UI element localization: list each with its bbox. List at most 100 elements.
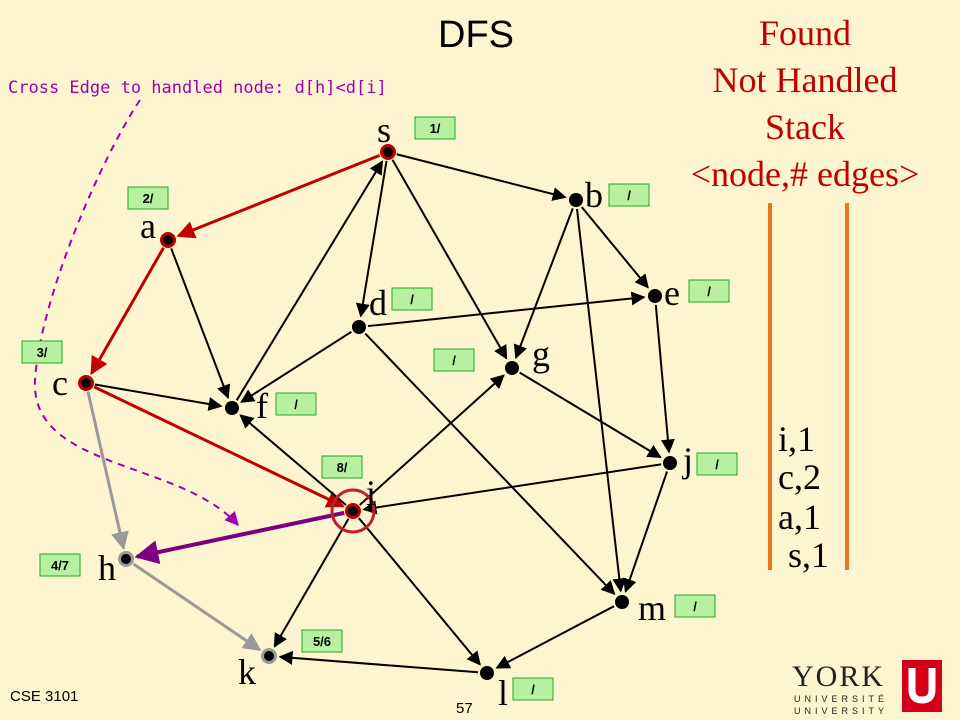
edge-s-b [396, 153, 567, 201]
york-u-emblem [902, 660, 942, 712]
node-dot-i [348, 506, 358, 516]
legend-found: Found [758, 13, 852, 53]
node-dot-a [163, 235, 173, 245]
node-label-h: h [98, 548, 116, 588]
edge-d-f [240, 330, 352, 403]
node-e: e/ [648, 273, 730, 313]
logo-york-text: YORK [792, 660, 886, 693]
edge-i-h [134, 510, 345, 564]
node-label-k: k [238, 652, 256, 692]
stack-item-2: a,1 [778, 497, 821, 537]
logo-univ-fr: UNIVERSITÉ [794, 694, 889, 704]
edge-e-j [654, 304, 675, 454]
tag-box-k [301, 629, 343, 653]
node-label-e: e [664, 273, 680, 313]
legend-stack: Stack [765, 107, 845, 147]
edge-m-l [495, 605, 615, 669]
edge-i-f [239, 414, 347, 506]
stack-item-0: i,1 [778, 419, 816, 459]
edge-a-f [170, 248, 231, 400]
tag-text-k: 5/6 [313, 634, 331, 649]
tag-text-s: 1/ [430, 121, 441, 136]
edge-j-m [623, 471, 669, 593]
cross-edge-pointer [33, 99, 239, 527]
edge-a-c [90, 247, 165, 376]
tag-box-g [433, 348, 475, 372]
tag-text-h: 4/7 [51, 558, 69, 573]
tag-box-f [275, 392, 317, 416]
edge-c-h [86, 391, 129, 551]
tag-box-c [21, 340, 63, 364]
node-j: j/ [663, 440, 738, 480]
node-b: b/ [569, 175, 650, 215]
tag-box-m [674, 594, 716, 618]
node-dot-m [615, 595, 629, 609]
tag-text-e: / [707, 284, 711, 299]
edge-s-d [355, 160, 388, 318]
edge-f-s [235, 160, 384, 401]
node-label-b: b [585, 175, 603, 215]
legend: Found Not Handled Stack <node,# edges> [670, 10, 940, 198]
node-g: g/ [433, 334, 550, 375]
node-dot-j [663, 456, 677, 470]
node-i: i 8/ [321, 455, 376, 519]
edge-c-i [93, 385, 345, 508]
node-a: a2/ [127, 186, 176, 248]
node-s: s 1/ [377, 110, 456, 160]
node-label-l: l [498, 673, 508, 713]
edge-i-l [357, 517, 481, 666]
node-l: l/ [480, 666, 554, 713]
stack-item-1: c,2 [778, 457, 821, 497]
node-f: f/ [225, 386, 317, 426]
tag-text-l: / [531, 682, 535, 697]
stack-item-3: s,1 [788, 535, 830, 575]
tag-box-i [321, 455, 363, 479]
tag-text-d: / [410, 292, 414, 307]
tag-text-f: / [294, 397, 298, 412]
edge-j-i [362, 463, 662, 515]
edge-l-k [278, 650, 479, 674]
slide-title: DFS [438, 14, 514, 56]
edge-s-g [391, 159, 508, 360]
node-label-f: f [256, 386, 268, 426]
tag-box-j [696, 452, 738, 476]
node-d: d/ [352, 283, 433, 334]
node-dot-h [121, 554, 131, 564]
edge-g-j [519, 371, 662, 459]
node-c: c3/ [21, 340, 94, 403]
edge-b-m [576, 208, 627, 593]
york-logo: YORK UNIVERSITÉ UNIVERSITY [792, 660, 952, 716]
node-label-i: i [366, 473, 376, 513]
tag-text-j: / [715, 457, 719, 472]
node-dot-d [352, 320, 366, 334]
node-dot-f [225, 401, 239, 415]
node-dot-k [264, 651, 274, 661]
edges-layer [86, 153, 675, 674]
edge-d-e [367, 291, 646, 328]
node-h: h 4/7 [39, 548, 134, 588]
node-dot-g [505, 361, 519, 375]
tag-box-e [688, 279, 730, 303]
tag-text-m: / [693, 599, 697, 614]
node-label-s: s [377, 110, 391, 150]
node-label-m: m [638, 588, 666, 628]
tag-box-l [512, 677, 554, 701]
tag-box-d [391, 287, 433, 311]
cross-edge-caption: Cross Edge to handled node: d[h]<d[i] [8, 78, 387, 98]
edge-s-a [176, 153, 381, 239]
current-node-highlight [330, 488, 376, 534]
edge-d-m [364, 332, 616, 596]
tag-box-h [39, 553, 81, 577]
logo-univ-en: UNIVERSITY [794, 706, 889, 716]
tag-text-i: 8/ [337, 460, 348, 475]
edge-b-g [513, 208, 574, 360]
node-label-d: d [369, 283, 387, 323]
page-number: 57 [456, 700, 473, 717]
tag-box-b [608, 183, 650, 207]
node-label-a: a [140, 206, 156, 246]
edge-i-k [273, 518, 350, 648]
legend-not-handled: Not Handled [712, 60, 898, 100]
node-k: k 5/6 [238, 629, 343, 692]
edge-h-k [132, 562, 262, 652]
